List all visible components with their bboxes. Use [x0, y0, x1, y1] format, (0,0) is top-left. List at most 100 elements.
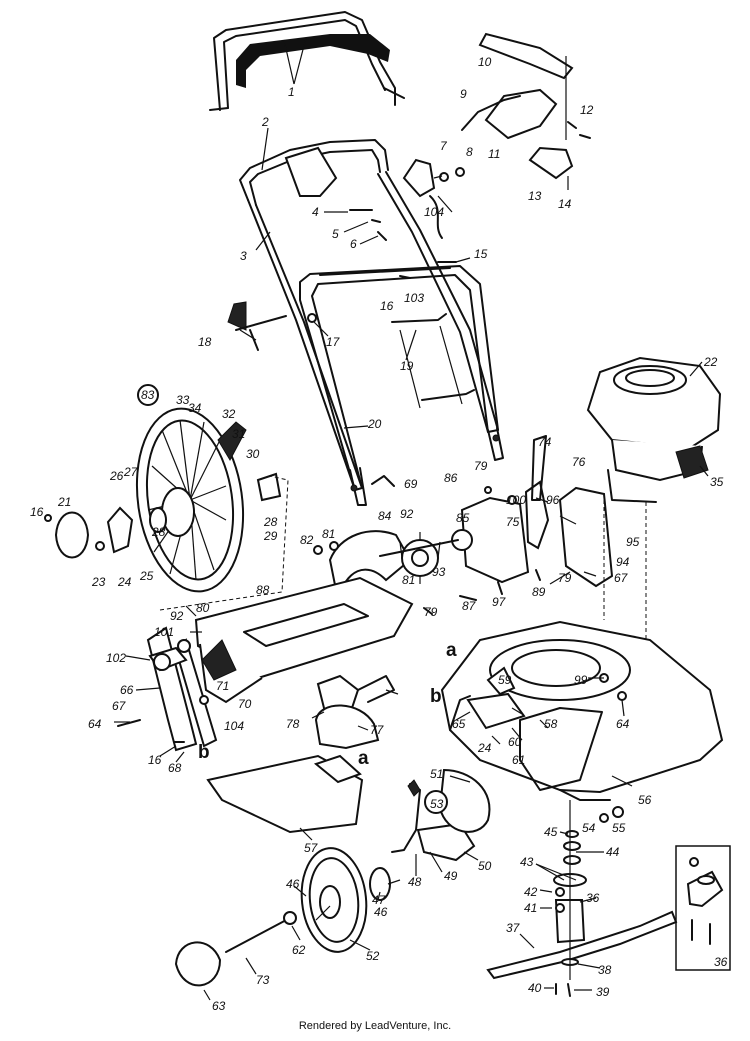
callout: 2: [261, 115, 269, 129]
callout: 79: [558, 571, 572, 585]
callout: 80: [196, 601, 210, 615]
callout: 39: [596, 985, 610, 999]
callout: 47: [372, 893, 387, 907]
mower-deck-drawing: [440, 620, 724, 801]
callout: 104: [424, 205, 444, 219]
callout: 73: [256, 973, 270, 987]
callout: 60: [508, 735, 522, 749]
callout: 38: [598, 963, 612, 977]
callout: 40: [528, 981, 542, 995]
callout: 24: [477, 741, 492, 755]
callout: 48: [408, 875, 422, 889]
footer-credit: Rendered by LeadVenture, Inc.: [298, 1020, 452, 1032]
callout: 92: [170, 609, 184, 623]
rope-guide-drawing: [227, 301, 475, 409]
callout: 58: [544, 717, 558, 731]
callout: 74: [538, 435, 552, 449]
callout: 16: [148, 753, 162, 767]
callout: 56: [638, 793, 652, 807]
callout: 85: [456, 511, 470, 525]
callout: 97: [492, 595, 507, 609]
callout: 25: [139, 569, 154, 583]
callout: 41: [524, 901, 537, 915]
callout: 46: [374, 905, 388, 919]
callout: 84: [378, 509, 392, 523]
callout: 99: [574, 673, 588, 687]
callout: 100: [506, 493, 526, 507]
callout: 13: [528, 189, 542, 203]
callout: 7: [440, 139, 448, 153]
callout: 79: [424, 605, 438, 619]
callout: 18: [198, 335, 212, 349]
callout: 103: [404, 291, 424, 305]
callout: 16: [380, 299, 394, 313]
deflector-drawing: [206, 674, 395, 834]
callout: 3: [240, 249, 247, 263]
callout: 54: [582, 821, 596, 835]
callout: 44: [606, 845, 620, 859]
callout-labels: 1 2 3 4 5 6 7 8 9 10 11 12 13 14 15 16 1…: [30, 55, 728, 1013]
handle-frame-drawing: [239, 139, 504, 506]
callout: 27: [123, 465, 139, 479]
callout: 67: [614, 571, 629, 585]
callout: 16: [30, 505, 44, 519]
callout: 69: [404, 477, 418, 491]
callout: 79: [474, 459, 488, 473]
callout: 87: [462, 599, 477, 613]
callout: 81: [322, 527, 335, 541]
callout: 14: [558, 197, 572, 211]
callout: 5: [332, 227, 339, 241]
callout: 29: [263, 529, 278, 543]
callout: 53: [430, 797, 444, 811]
callout: 59: [498, 673, 512, 687]
callout: 89: [532, 585, 546, 599]
callout: 52: [366, 949, 380, 963]
callout: 94: [616, 555, 630, 569]
callout: 66: [120, 683, 134, 697]
upper-handle-drawing: [209, 11, 405, 111]
inset-detail-drawing: [675, 845, 731, 971]
callout: 51: [430, 767, 443, 781]
callout: 36: [714, 955, 728, 969]
callout: 64: [88, 717, 102, 731]
callout: 32: [222, 407, 236, 421]
ref-letter-a: a: [446, 640, 457, 661]
callout: 23: [91, 575, 106, 589]
callout: 64: [616, 717, 630, 731]
callout: 22: [703, 355, 718, 369]
callout: 45: [544, 825, 558, 839]
rear-cover-drawing: [117, 576, 414, 752]
callout: 61: [512, 753, 525, 767]
callout: 92: [400, 507, 414, 521]
callout: 95: [626, 535, 640, 549]
callout: 83: [141, 388, 155, 402]
callout: 19: [400, 359, 414, 373]
callout: 88: [256, 583, 270, 597]
callout: 12: [580, 103, 594, 117]
callout: 1: [288, 85, 295, 99]
callout: 20: [367, 417, 382, 431]
callout: 78: [286, 717, 300, 731]
callout: 93: [432, 565, 446, 579]
callout: 46: [286, 877, 300, 891]
callout: 37: [506, 921, 521, 935]
callout: 15: [474, 247, 488, 261]
callout: 96: [546, 493, 560, 507]
callout: 81: [402, 573, 415, 587]
callout: 63: [212, 999, 226, 1013]
callout: 67: [112, 699, 127, 713]
callout: 76: [572, 455, 586, 469]
callout: 102: [106, 651, 126, 665]
callout: 82: [300, 533, 314, 547]
callout: 9: [460, 87, 467, 101]
callout: 65: [452, 717, 466, 731]
callout: 24: [117, 575, 132, 589]
callout: 28: [263, 515, 278, 529]
callout: 6: [350, 237, 357, 251]
callout: 101: [154, 625, 174, 639]
callout: 26: [109, 469, 124, 483]
callout: 35: [710, 475, 724, 489]
callout: 4: [312, 205, 319, 219]
callout: 42: [524, 885, 538, 899]
